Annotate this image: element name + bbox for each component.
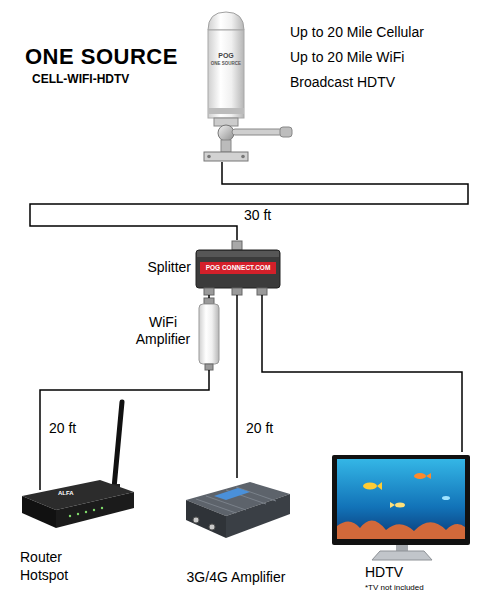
cell-amplifier-drawing xyxy=(186,482,290,538)
product-mark: ONE SOURCE xyxy=(206,61,246,67)
coax-cable xyxy=(262,295,462,452)
coax-cable xyxy=(236,295,238,478)
splitter-drawing xyxy=(196,241,280,295)
brand-mark: POG xyxy=(208,52,244,60)
cell-amplifier-unit: 3G/4G Amplifier xyxy=(176,478,298,592)
coax-cable xyxy=(40,370,209,490)
wifi-amplifier-unit: WiFi Amplifier xyxy=(130,298,226,370)
device-label: HDTV xyxy=(365,564,455,581)
television-drawing xyxy=(332,455,470,560)
tv-unit: HDTV *TV not included xyxy=(328,452,474,596)
device-label: 3G/4G Amplifier xyxy=(176,569,296,586)
footnote: *TV not included xyxy=(365,583,465,593)
device-label: WiFi Amplifier xyxy=(130,314,196,348)
coax-cable xyxy=(30,162,468,240)
antenna-drawing xyxy=(204,12,292,161)
router-unit: Router Hotspot xyxy=(14,490,140,586)
wifi-amplifier-drawing xyxy=(199,298,219,370)
cable-length: 30 ft xyxy=(243,207,272,223)
feature-list: Up to 20 Mile Cellular Up to 20 Mile WiF… xyxy=(290,20,440,95)
coax-cable xyxy=(208,295,210,298)
cable-length: 20 ft xyxy=(48,420,77,436)
device-label: Splitter xyxy=(131,259,191,276)
device-label: Router Hotspot xyxy=(20,548,100,584)
subtitle: CELL-WIFI-HDTV xyxy=(32,72,129,86)
router-brand: ALFA xyxy=(58,490,88,497)
antenna-unit: Up to 20 Mile Cellular Up to 20 Mile WiF… xyxy=(198,8,474,162)
diagram-title: ONE SOURCE xyxy=(25,44,178,70)
cable-length: 20 ft xyxy=(245,420,274,436)
router-drawing xyxy=(22,402,134,528)
splitter-unit: Splitter xyxy=(125,240,285,295)
splitter-brand: POG CONNECT.COM xyxy=(200,264,276,272)
